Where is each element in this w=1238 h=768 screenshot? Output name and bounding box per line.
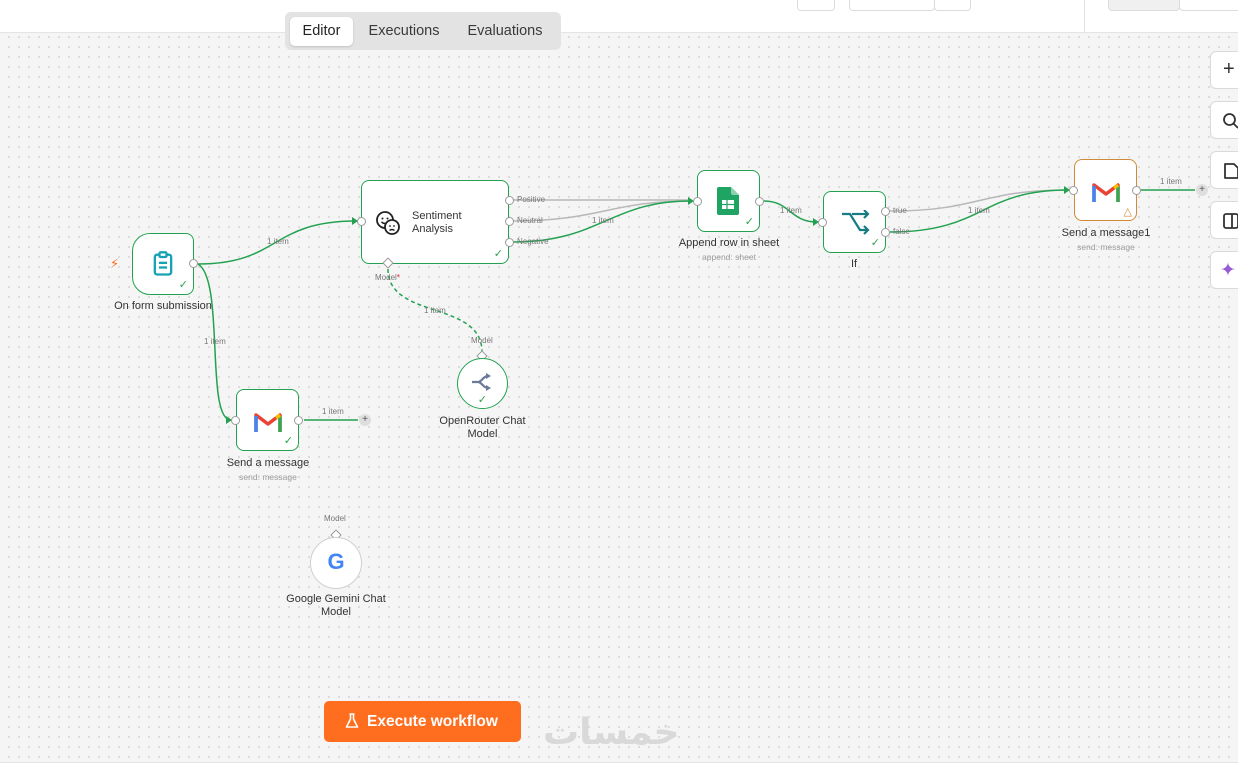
node-append-row[interactable]: ✓ xyxy=(697,170,760,232)
warning-icon: △ xyxy=(1124,205,1132,218)
toggle-panel-button[interactable] xyxy=(1210,201,1238,239)
node-label: Send a message1 xyxy=(1045,227,1167,240)
output-port[interactable] xyxy=(1132,186,1141,195)
sparkle-icon: ✦ xyxy=(1220,259,1236,282)
output-port-positive[interactable] xyxy=(505,196,514,205)
input-port[interactable] xyxy=(231,416,240,425)
sentiment-faces-icon xyxy=(374,209,402,237)
success-check-icon: ✓ xyxy=(745,217,754,228)
edge-label: 1 item xyxy=(424,306,446,315)
node-label: If xyxy=(824,258,884,271)
node-sentiment-analysis[interactable]: Sentiment Analysis ✓ xyxy=(361,180,509,264)
search-button[interactable] xyxy=(1210,101,1238,139)
node-label: Append row in sheet xyxy=(668,237,790,250)
google-icon: G xyxy=(311,549,361,575)
node-label: Sentiment Analysis xyxy=(412,210,492,236)
output-port[interactable] xyxy=(755,197,764,206)
add-node-plus-icon[interactable]: + xyxy=(359,414,371,426)
edge-label: 1 item xyxy=(780,206,802,215)
execute-workflow-button[interactable]: Execute workflow xyxy=(324,701,521,742)
flask-icon xyxy=(345,713,359,729)
trigger-icon: ⚡ xyxy=(110,256,119,272)
output-label-false: false xyxy=(893,227,910,236)
output-label-positive: Positive xyxy=(517,195,545,204)
search-icon xyxy=(1222,112,1238,130)
panel-icon xyxy=(1222,212,1238,230)
output-label-negative: Negative xyxy=(517,237,549,246)
node-send-message1[interactable]: △ xyxy=(1074,159,1137,221)
output-port[interactable] xyxy=(294,416,303,425)
node-label: Google Gemini Chat Model xyxy=(280,593,392,619)
bottom-edge xyxy=(0,762,1238,768)
clipboard-icon xyxy=(149,250,177,278)
success-check-icon: ✓ xyxy=(179,280,188,291)
output-port-negative[interactable] xyxy=(505,238,514,247)
output-port[interactable] xyxy=(189,259,198,268)
add-node-button[interactable]: + xyxy=(1210,51,1238,89)
watermark: خمسات xyxy=(543,712,679,753)
google-sheets-icon xyxy=(717,187,739,215)
model-port-label: Model xyxy=(471,336,493,345)
edge-label: 1 item xyxy=(592,216,614,225)
output-port-true[interactable] xyxy=(881,207,890,216)
model-port-label: Model* xyxy=(375,273,400,282)
model-port-label: Model xyxy=(324,514,346,523)
output-label-true: true xyxy=(893,206,907,215)
success-check-icon: ✓ xyxy=(284,436,293,447)
node-subtitle: send: message xyxy=(1055,242,1157,252)
sticky-note-button[interactable] xyxy=(1210,151,1238,189)
node-label: Send a message xyxy=(207,457,329,470)
input-port[interactable] xyxy=(1069,186,1078,195)
plus-icon: + xyxy=(1223,58,1235,81)
node-openrouter-chat-model[interactable]: ✓ xyxy=(457,358,508,409)
edge-label: 1 item xyxy=(1160,177,1182,186)
node-form-trigger[interactable]: ✓ xyxy=(132,233,194,295)
node-if[interactable]: ✓ xyxy=(823,191,886,253)
node-subtitle: send: message xyxy=(217,472,319,482)
input-port[interactable] xyxy=(357,217,366,226)
edge-label: 1 item xyxy=(322,407,344,416)
input-port[interactable] xyxy=(818,218,827,227)
output-label-neutral: Neutral xyxy=(517,216,543,225)
success-check-icon: ✓ xyxy=(478,395,487,406)
node-google-gemini-chat-model[interactable]: G xyxy=(310,537,362,589)
input-port[interactable] xyxy=(693,197,702,206)
success-check-icon: ✓ xyxy=(871,238,880,249)
edge-label: 1 item xyxy=(968,206,990,215)
node-send-message[interactable]: ✓ xyxy=(236,389,299,451)
success-check-icon: ✓ xyxy=(494,249,503,260)
openrouter-icon xyxy=(471,373,493,391)
edge-label: 1 item xyxy=(204,337,226,346)
if-branch-icon xyxy=(840,210,870,236)
gmail-icon xyxy=(1092,180,1120,202)
node-label: OpenRouter Chat Model xyxy=(430,415,535,441)
node-label: On form submission xyxy=(103,300,223,313)
sticky-note-icon xyxy=(1222,162,1238,180)
edge-label: 1 item xyxy=(267,237,289,246)
output-port-false[interactable] xyxy=(881,228,890,237)
add-node-plus-icon[interactable]: + xyxy=(1196,184,1208,196)
ai-assistant-button[interactable]: ✦ xyxy=(1210,251,1238,289)
gmail-icon xyxy=(254,410,282,432)
execute-workflow-label: Execute workflow xyxy=(367,713,498,730)
node-subtitle: append: sheet xyxy=(678,252,780,262)
output-port-neutral[interactable] xyxy=(505,217,514,226)
